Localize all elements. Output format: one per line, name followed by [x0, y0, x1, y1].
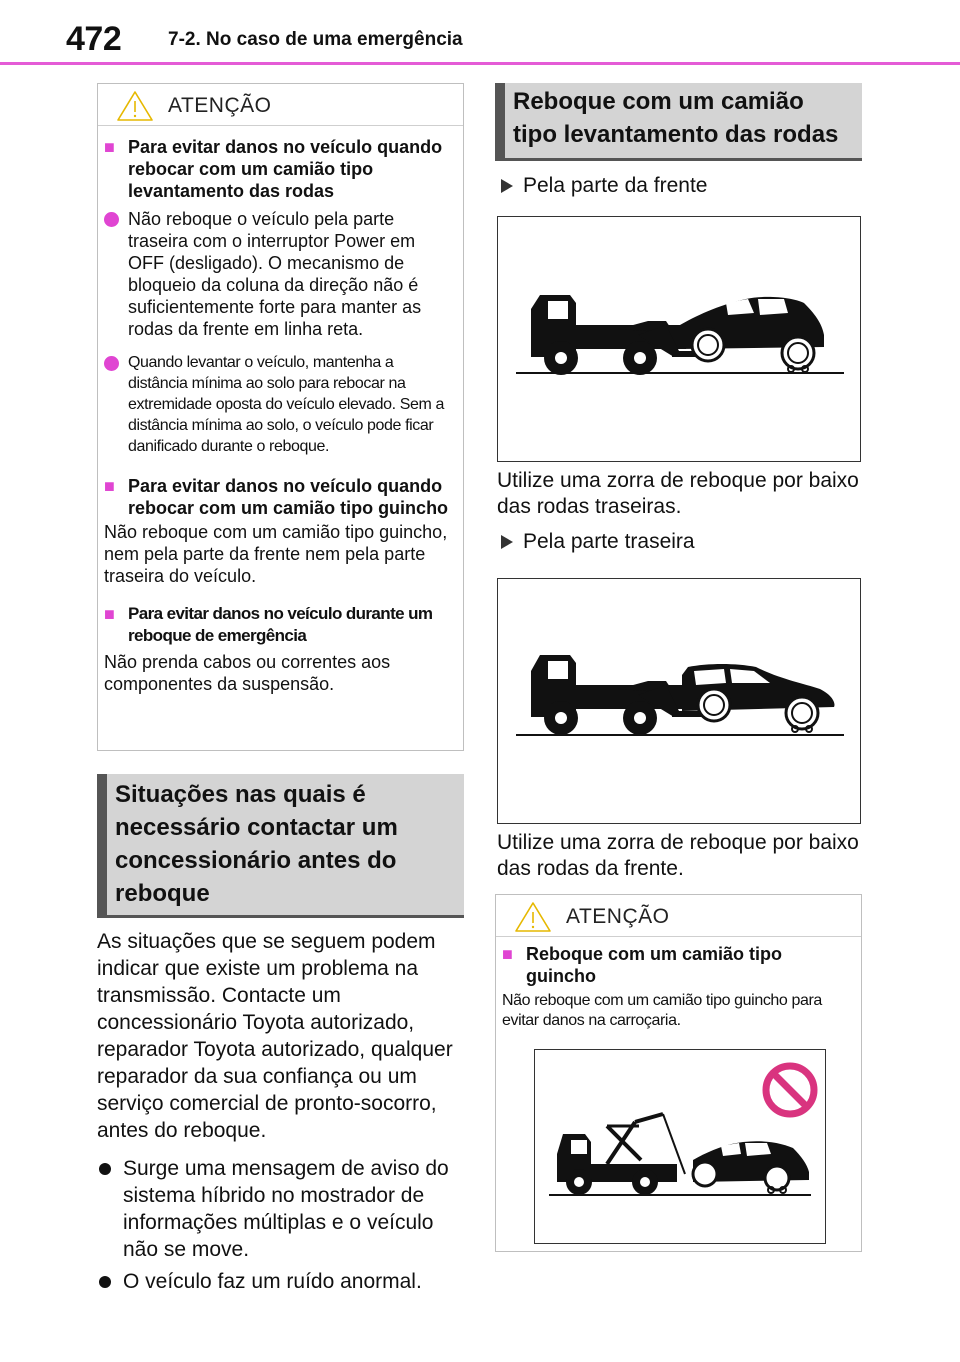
- triangle-arrow-icon: [501, 535, 513, 549]
- caution-subheading: ■ Para evitar danos no veículo quando re…: [104, 137, 443, 201]
- bullet-dot-icon: [97, 1268, 123, 1295]
- triangle-arrow-icon: [501, 179, 513, 193]
- round-bullet-icon: [104, 352, 128, 457]
- round-bullet-icon: [104, 208, 128, 340]
- warning-triangle-icon: [515, 902, 551, 932]
- arrow-item-rear: Pela parte traseira: [497, 528, 695, 556]
- square-bullet-icon: ■: [104, 137, 115, 157]
- bullet-item: Surge uma mensagem de aviso do sistema h…: [97, 1155, 461, 1263]
- section-title: 7-2. No caso de uma emergência: [168, 29, 463, 50]
- caution-item: Quando levantar o veículo, mantenha a di…: [104, 352, 451, 457]
- arrow-item-front: Pela parte da frente: [497, 172, 707, 200]
- square-bullet-icon: ■: [104, 604, 115, 624]
- bullet-dot-icon: [97, 1155, 123, 1263]
- situations-intro: As situações que se seguem podem indicar…: [97, 930, 453, 1142]
- caution-text: Não reboque com um camião tipo guincho p…: [502, 992, 822, 1029]
- caution-item: Não reboque o veículo pela parte traseir…: [104, 208, 451, 340]
- caution-label: ATENÇÃO: [566, 905, 670, 928]
- caution-box-left: ATENÇÃO ■ Para evitar danos no veículo q…: [97, 83, 464, 751]
- caution-subheading: ■ Para evitar danos no veículo durante u…: [104, 604, 433, 645]
- section-heading-situations: Situações nas quais é necessário contact…: [97, 774, 464, 918]
- header-rule: [0, 62, 960, 65]
- caution-text: Não reboque com um camião tipo guincho, …: [104, 522, 448, 586]
- tow-truck-front-illustration: [516, 295, 844, 375]
- caution-text: Não prenda cabos ou correntes aos compon…: [104, 652, 391, 694]
- tow-truck-rear-illustration: [516, 655, 844, 736]
- section-heading-wheel-lift: Reboque com um camião tipo levantamento …: [495, 83, 862, 161]
- figure-no-flatbed: [534, 1049, 826, 1244]
- rear-instruction: Utilize uma zorra de reboque por baixo d…: [497, 831, 859, 880]
- caution-header: ATENÇÃO: [98, 84, 463, 126]
- square-bullet-icon: ■: [104, 476, 115, 496]
- caution-label: ATENÇÃO: [168, 94, 272, 117]
- figure-tow-front: [497, 216, 861, 462]
- page-header: 472 7-2. No caso de uma emergência: [0, 0, 960, 66]
- caution-subheading: ■ Para evitar danos no veículo quando re…: [104, 476, 449, 518]
- caution-box-right: ATENÇÃO ■ Reboque com um camião tipo gui…: [495, 894, 862, 1252]
- caution-header: ATENÇÃO: [496, 895, 861, 937]
- caution-subheading: ■ Reboque com um camião tipo guincho: [502, 944, 783, 986]
- square-bullet-icon: ■: [502, 944, 513, 964]
- no-hook-tow-illustration: [549, 1062, 818, 1196]
- bullet-item: O veículo faz um ruído anormal.: [97, 1268, 461, 1295]
- figure-tow-rear: [497, 578, 861, 824]
- front-instruction: Utilize uma zorra de reboque por baixo d…: [497, 469, 859, 518]
- warning-triangle-icon: [117, 91, 153, 121]
- page-number: 472: [66, 20, 122, 58]
